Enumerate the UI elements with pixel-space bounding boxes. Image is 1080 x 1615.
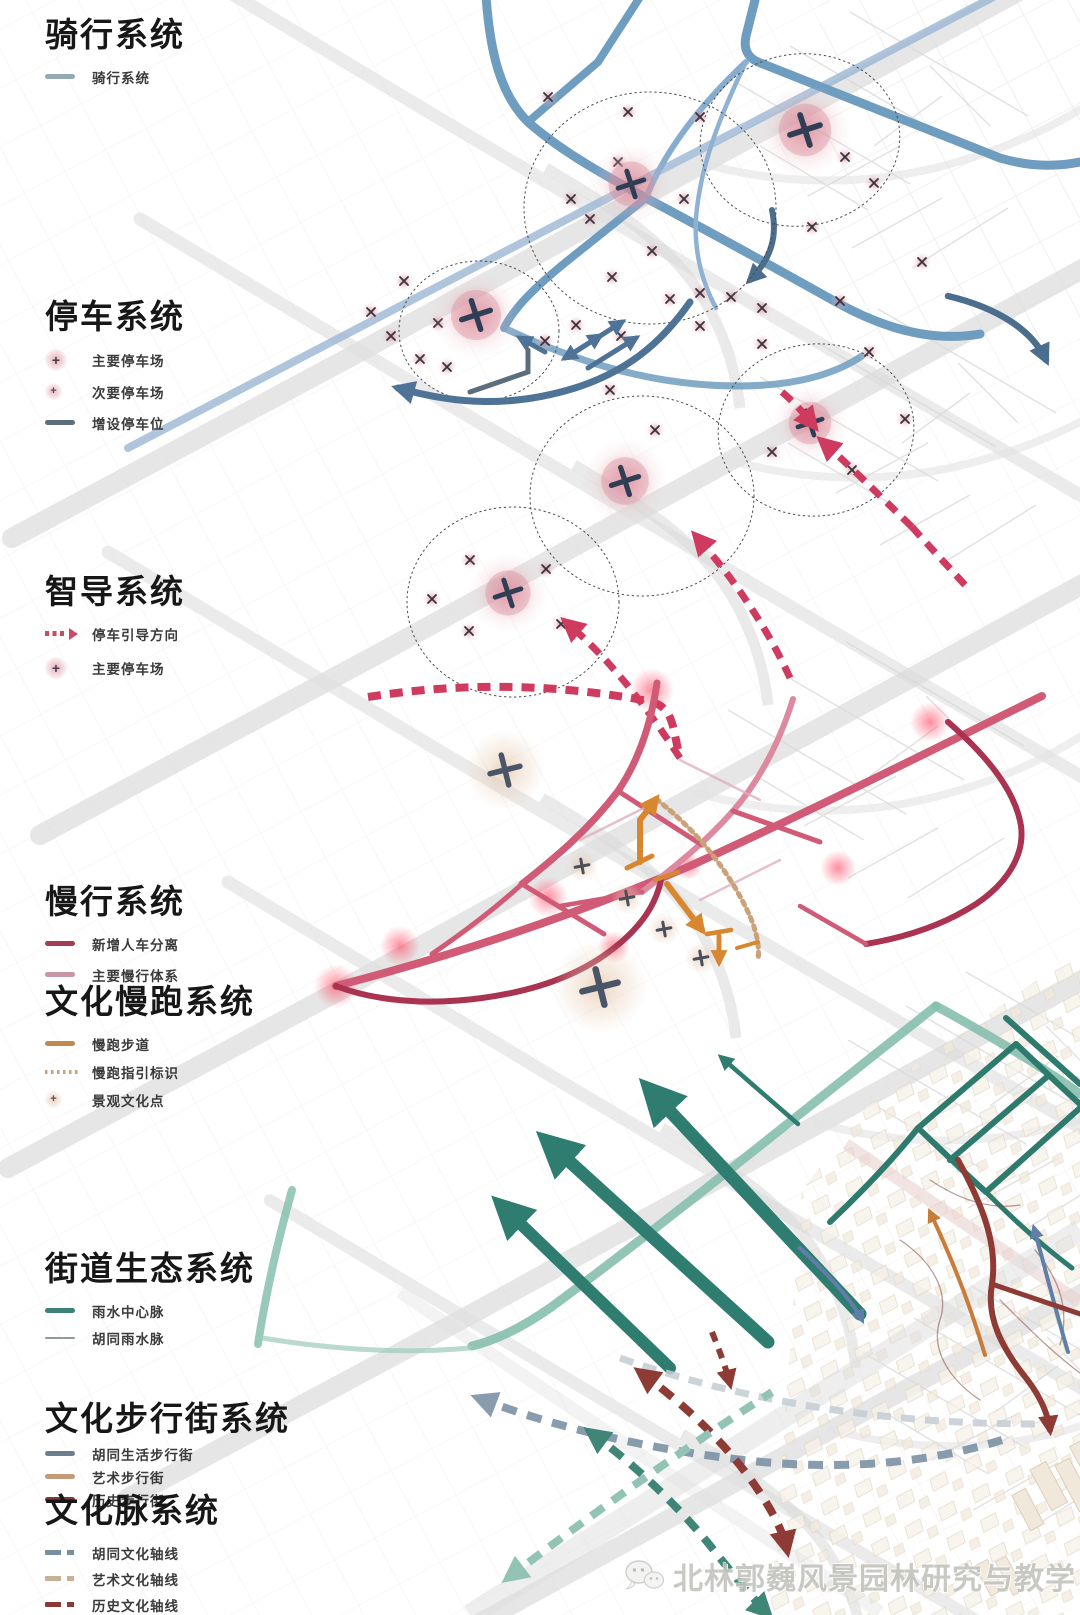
legend-label: 慢跑指引标识	[92, 1065, 179, 1081]
section-cultural-axes: 文化脉系统 胡同文化轴线 艺术文化轴线 历史文化轴线 体育文化轴线	[45, 1491, 220, 1615]
legend-item: 景观文化点	[45, 1090, 255, 1110]
legend-label: 次要停车场	[92, 385, 165, 401]
legend-label: 增设停车位	[92, 416, 165, 432]
watermark-text: 北林郭巍风景园林研究与教学	[673, 1563, 1076, 1596]
section-street-ecology: 街道生态系统 雨水中心脉 胡同雨水脉	[45, 1249, 255, 1355]
legend-swatch-main-parking-icon	[45, 348, 81, 371]
legend-swatch-dashed-line	[45, 1602, 81, 1608]
legend-item: 胡同雨水脉	[45, 1328, 255, 1348]
section-title: 街道生态系统	[45, 1249, 255, 1288]
legend-swatch-line	[45, 1474, 81, 1480]
legend-swatch-line	[45, 74, 81, 80]
legend-swatch-line	[45, 1451, 81, 1457]
slow-traffic-map-layer	[314, 668, 1046, 1008]
legend-swatch-line	[45, 972, 81, 978]
legend-swatch-dotted-line	[45, 1069, 81, 1074]
legend-label: 艺术步行街	[92, 1470, 165, 1486]
legend-swatch-line	[45, 1308, 81, 1314]
wechat-icon	[625, 1560, 665, 1590]
legend-item: 增设停车位	[45, 413, 185, 433]
ecology-map-layer	[254, 1001, 1080, 1374]
legend-item: 雨水中心脉	[45, 1301, 255, 1321]
section-title: 停车系统	[45, 297, 185, 336]
watermark: 北林郭巍风景园林研究与教学	[624, 1554, 1076, 1598]
pedestrian-street-map-layer	[798, 1157, 1080, 1437]
legend-swatch-line	[45, 941, 81, 947]
cultural-axes-map-layer	[470, 1330, 1036, 1615]
section-parking: 停车系统 主要停车场 次要停车场 增设停车位	[45, 297, 185, 444]
legend-label: 雨水中心脉	[92, 1304, 165, 1320]
legend-swatch-line	[45, 1041, 81, 1047]
guidance-map-layer	[367, 389, 968, 760]
legend-item: 历史步行街	[45, 1490, 290, 1510]
legend-swatch-dashed-line	[45, 1550, 81, 1556]
section-cycling: 骑行系统 骑行系统	[45, 15, 185, 101]
legend-label: 慢跑步道	[92, 1037, 150, 1053]
legend-item: 主要停车场	[45, 656, 185, 679]
legend-swatch-line	[45, 420, 81, 426]
section-cultural-pedestrian: 文化步行街系统 胡同生活步行街 艺术步行街 历史步行街	[45, 1399, 290, 1513]
legend-swatch-secondary-parking-icon	[45, 383, 81, 401]
legend-item: 次要停车场	[45, 382, 185, 402]
legend-label: 历史步行街	[92, 1493, 165, 1509]
section-title: 慢行系统	[45, 882, 185, 921]
legend-swatch-culture-point-icon	[45, 1091, 81, 1109]
legend-item: 艺术步行街	[45, 1467, 290, 1487]
legend-label: 骑行系统	[92, 70, 150, 86]
legend-item: 艺术文化轴线	[45, 1569, 220, 1589]
section-title: 智导系统	[45, 572, 185, 611]
section-title: 骑行系统	[45, 15, 185, 54]
legend-label: 景观文化点	[92, 1093, 165, 1109]
legend-label: 主要慢行体系	[92, 968, 179, 984]
legend-label: 新增人车分离	[92, 937, 179, 953]
legend-item: 骑行系统	[45, 67, 185, 87]
section-cultural-jogging: 文化慢跑系统 慢跑步道 慢跑指引标识 景观文化点	[45, 982, 255, 1118]
section-slow-traffic: 慢行系统 新增人车分离 主要慢行体系	[45, 882, 185, 996]
jogging-map-layer	[465, 730, 761, 1033]
legend-label: 胡同雨水脉	[92, 1331, 165, 1347]
section-guidance: 智导系统 停车引导方向 主要停车场	[45, 572, 185, 692]
legend-label: 历史文化轴线	[92, 1598, 179, 1614]
legend-item: 主要停车场	[45, 348, 185, 371]
legend-swatch-main-parking-icon	[45, 656, 81, 679]
section-title: 文化脉系统	[45, 1491, 220, 1530]
section-title: 文化步行街系统	[45, 1399, 290, 1438]
legend-label: 主要停车场	[92, 661, 165, 677]
legend-item: 慢跑指引标识	[45, 1062, 255, 1082]
legend-item: 新增人车分离	[45, 934, 185, 954]
legend-swatch-thin-line	[45, 1336, 81, 1339]
legend-label: 胡同生活步行街	[92, 1447, 194, 1463]
legend-item: 胡同文化轴线	[45, 1543, 220, 1563]
legend-swatch-dashed-arrow	[45, 627, 81, 640]
legend-label: 主要停车场	[92, 353, 165, 369]
legend-label: 艺术文化轴线	[92, 1572, 179, 1588]
legend-item: 胡同生活步行街	[45, 1444, 290, 1464]
legend-swatch-dashed-line	[45, 1576, 81, 1582]
legend-item: 慢跑步道	[45, 1034, 255, 1054]
legend-label: 胡同文化轴线	[92, 1546, 179, 1562]
legend-item: 停车引导方向	[45, 624, 185, 644]
parking-map-layer	[360, 53, 933, 698]
legend-label: 停车引导方向	[92, 627, 179, 643]
legend-item: 主要慢行体系	[45, 965, 185, 985]
section-title: 文化慢跑系统	[45, 982, 255, 1021]
legend-swatch-line	[45, 1497, 81, 1503]
legend-item: 历史文化轴线	[45, 1595, 220, 1615]
